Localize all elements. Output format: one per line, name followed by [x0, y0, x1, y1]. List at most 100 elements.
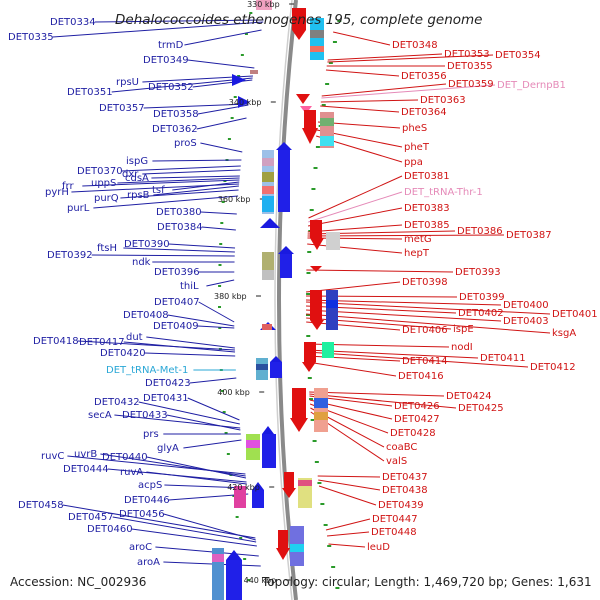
gene-label[interactable]: DET0423 [145, 378, 191, 389]
gene-label[interactable]: rpsU [116, 77, 139, 88]
gene-label[interactable]: DET0411 [480, 353, 526, 364]
gene-block[interactable] [314, 388, 328, 432]
gene-arrow-column[interactable] [310, 290, 322, 320]
gene-block[interactable] [256, 0, 272, 10]
gene-label[interactable]: DET0403 [503, 316, 549, 327]
gene-label[interactable]: DET_DernpB1 [497, 80, 566, 91]
gene-label[interactable]: DET0427 [394, 414, 440, 425]
gene-arrow[interactable] [302, 128, 318, 144]
gene-label[interactable]: DET0354 [495, 50, 541, 61]
gene-label[interactable]: DET0446 [124, 495, 170, 506]
gene-label[interactable]: DET0425 [458, 403, 504, 414]
gene-label[interactable]: DET0334 [50, 17, 96, 28]
gene-label[interactable]: DET0392 [47, 250, 93, 261]
gene-arrow-column[interactable] [262, 434, 276, 468]
gene-arrow[interactable] [260, 218, 280, 228]
gene-label[interactable]: nodI [451, 342, 473, 353]
gene-label[interactable]: DET0431 [143, 393, 189, 404]
gene-label[interactable]: DET0432 [94, 397, 140, 408]
gene-label[interactable]: DET0396 [154, 267, 200, 278]
gene-label[interactable]: dxr [122, 169, 139, 180]
gene-arrow-column[interactable] [292, 388, 306, 418]
gene-label[interactable]: coaBC [386, 442, 417, 453]
gene-label[interactable]: DET0457 [68, 512, 114, 523]
gene-label[interactable]: trmD [158, 40, 184, 51]
gene-label[interactable]: DET0364 [401, 107, 447, 118]
gene-block[interactable] [262, 270, 274, 280]
gene-label[interactable]: DET0335 [8, 32, 54, 43]
gene-block[interactable] [326, 300, 338, 308]
gene-arrow[interactable] [292, 30, 306, 40]
gene-arrow[interactable] [278, 246, 294, 254]
gene-label[interactable]: dut [126, 332, 143, 343]
gene-arrow-column[interactable] [226, 560, 242, 600]
gene-label[interactable]: DET0456 [119, 509, 165, 520]
gene-label[interactable]: ftsH [97, 243, 117, 254]
gene-label[interactable]: metG [404, 234, 432, 245]
gene-block[interactable] [262, 172, 274, 182]
gene-label[interactable]: DET0428 [390, 428, 436, 439]
gene-block[interactable] [310, 30, 324, 38]
gene-label[interactable]: DET0385 [404, 220, 450, 231]
gene-arrow[interactable] [276, 548, 290, 560]
gene-label[interactable]: DET0439 [378, 500, 424, 511]
gene-label[interactable]: DET0420 [100, 348, 146, 359]
gene-label[interactable]: DET0400 [503, 300, 549, 311]
gene-label[interactable]: DET0417 [79, 337, 125, 348]
gene-arrow[interactable] [252, 482, 264, 490]
gene-label[interactable]: ispE [453, 324, 474, 335]
gene-label[interactable]: leuD [367, 542, 390, 553]
gene-label[interactable]: purL [67, 203, 90, 214]
gene-label[interactable]: ppa [404, 157, 423, 168]
gene-arrow[interactable] [282, 488, 296, 498]
gene-block[interactable] [326, 290, 338, 330]
gene-label[interactable]: DET0412 [530, 362, 576, 373]
gene-arrow[interactable] [310, 266, 322, 272]
gene-label[interactable]: frr [62, 181, 74, 192]
gene-label[interactable]: DET0402 [458, 308, 504, 319]
gene-block[interactable] [212, 554, 224, 562]
gene-block[interactable] [262, 158, 274, 166]
gene-label[interactable]: DET0418 [33, 336, 79, 347]
gene-label[interactable]: DET0437 [382, 472, 428, 483]
gene-label[interactable]: proS [174, 138, 197, 149]
gene-label[interactable]: DET0393 [455, 267, 501, 278]
gene-arrow-column[interactable] [304, 110, 316, 128]
gene-arrow[interactable] [310, 320, 324, 330]
gene-label[interactable]: pheT [404, 142, 430, 153]
gene-label[interactable]: DET0384 [157, 222, 203, 233]
gene-label[interactable]: ndk [132, 257, 151, 268]
gene-label[interactable]: rpsB [127, 190, 150, 201]
gene-label[interactable]: DET0448 [371, 527, 417, 538]
gene-block[interactable] [322, 342, 334, 358]
gene-label[interactable]: DET0407 [154, 297, 200, 308]
gene-label[interactable]: DET0408 [123, 310, 169, 321]
gene-label[interactable]: pheS [402, 123, 427, 134]
gene-label[interactable]: DET0349 [143, 55, 189, 66]
gene-block[interactable] [256, 364, 268, 370]
gene-label[interactable]: prs [143, 429, 159, 440]
gene-label[interactable]: DET0356 [401, 71, 447, 82]
gene-block[interactable] [326, 232, 340, 250]
gene-label[interactable]: DET0386 [457, 226, 503, 237]
gene-arrow[interactable] [302, 362, 316, 372]
gene-label[interactable]: DET0409 [153, 321, 199, 332]
gene-label[interactable]: DET0433 [122, 410, 168, 421]
gene-label[interactable]: valS [386, 456, 407, 467]
gene-label[interactable]: hepT [404, 248, 430, 259]
gene-label[interactable]: DET0353 [444, 49, 490, 60]
gene-block[interactable] [234, 486, 246, 508]
gene-label[interactable]: DET0460 [87, 524, 133, 535]
gene-label[interactable]: pyrH [45, 187, 69, 198]
gene-label[interactable]: thiL [180, 281, 199, 292]
gene-block[interactable] [246, 440, 260, 448]
gene-label[interactable]: secA [88, 410, 112, 421]
gene-label[interactable]: DET_tRNA-Met-1 [106, 365, 188, 376]
gene-block[interactable] [320, 118, 334, 126]
gene-block[interactable] [262, 324, 272, 330]
gene-block[interactable] [290, 544, 304, 552]
gene-arrow[interactable] [262, 426, 274, 434]
gene-label[interactable]: ruvC [41, 451, 64, 462]
gene-label[interactable]: DET0426 [394, 401, 440, 412]
